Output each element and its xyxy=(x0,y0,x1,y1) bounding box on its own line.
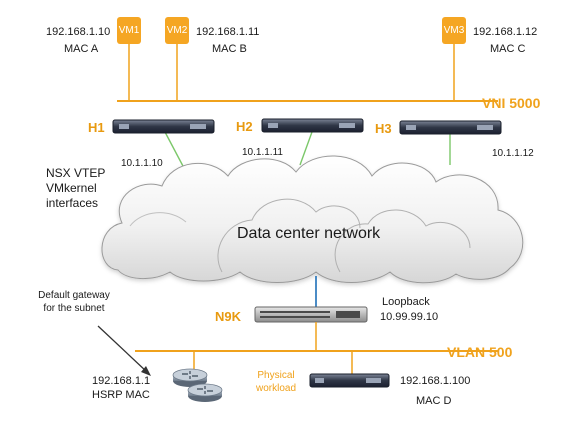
physical-ip: 192.168.1.100 xyxy=(400,375,471,387)
vm1-mac: MAC A xyxy=(64,43,99,55)
data-center-cloud xyxy=(101,155,524,284)
host-h2-label: H2 xyxy=(236,119,253,134)
gateway-note-line-2: for the subnet xyxy=(43,303,105,314)
gateway-arrow-line xyxy=(97,325,148,373)
vni-label: VNI 5000 xyxy=(482,95,541,111)
vtep-caption-line-1: NSX VTEP xyxy=(46,166,106,180)
vm1-ip: 192.168.1.10 xyxy=(46,26,111,38)
vtep-caption-line-3: interfaces xyxy=(46,196,99,210)
h2-vtep-link xyxy=(299,131,313,166)
server-h1 xyxy=(112,119,215,134)
vm3-label: VM3 xyxy=(443,25,465,36)
cloud-label: Data center network xyxy=(237,225,381,242)
physical-caption-line-1: Physical xyxy=(257,370,295,381)
hsrp-ip: 192.168.1.1 xyxy=(92,375,151,387)
server-h2 xyxy=(261,118,364,133)
vtep-links xyxy=(164,131,451,169)
physical-server xyxy=(309,373,390,388)
h2-vtep-ip: 10.1.1.11 xyxy=(242,147,283,158)
vm2-box xyxy=(165,17,189,44)
host-h1-label: H1 xyxy=(88,120,105,135)
n9k-switch xyxy=(254,306,368,323)
vm1-label: VM1 xyxy=(118,25,140,36)
switch-label: N9K xyxy=(215,309,242,324)
vm3-mac: MAC C xyxy=(490,43,526,55)
loopback-title: Loopback xyxy=(382,296,430,308)
h1-vtep-ip: 10.1.1.10 xyxy=(121,158,163,169)
vm3-ip: 192.168.1.12 xyxy=(473,26,538,38)
gateway-note-line-1: Default gateway xyxy=(38,290,110,301)
h3-vtep-ip: 10.1.1.12 xyxy=(492,148,534,159)
vm2-mac: MAC B xyxy=(212,43,247,55)
vm2-ip: 192.168.1.11 xyxy=(196,26,260,38)
loopback-ip: 10.99.99.10 xyxy=(380,311,439,323)
hsrp-mac: HSRP MAC xyxy=(92,389,150,401)
vtep-caption-line-2: VMkernel xyxy=(46,181,97,195)
gateway-arrow-head xyxy=(141,366,151,376)
server-h3 xyxy=(399,120,502,135)
vlan-label: VLAN 500 xyxy=(447,344,513,360)
router-2 xyxy=(187,383,223,402)
vm3-box xyxy=(442,17,466,44)
vm2-label: VM2 xyxy=(166,25,188,36)
physical-mac: MAC D xyxy=(416,395,452,407)
h1-vtep-link xyxy=(164,131,185,169)
router-1 xyxy=(172,368,208,387)
host-h3-label: H3 xyxy=(375,121,392,136)
physical-caption-line-2: workload xyxy=(255,383,297,394)
vm-drops xyxy=(128,44,455,101)
vm1-box xyxy=(117,17,141,44)
